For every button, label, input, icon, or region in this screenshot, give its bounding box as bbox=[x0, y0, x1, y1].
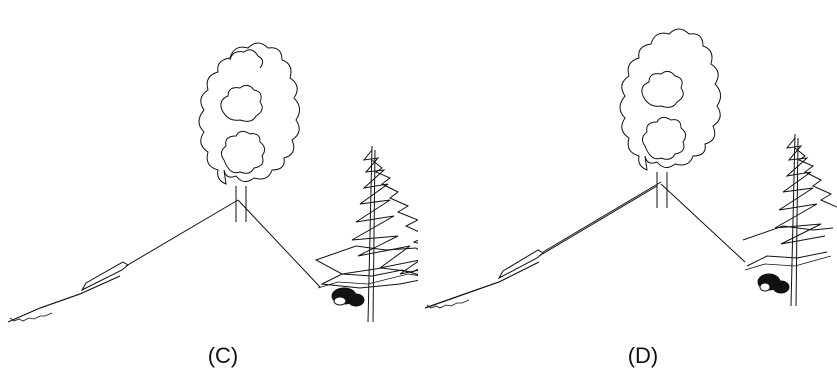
ground-slope bbox=[7, 275, 121, 323]
deciduous-tree-icon bbox=[198, 42, 300, 222]
panel-c-illustration bbox=[7, 42, 418, 323]
ground-slope bbox=[424, 261, 540, 309]
panel-d-caption: (D) bbox=[627, 343, 659, 368]
conifer-tree-icon bbox=[314, 145, 418, 323]
cable-line-icon bbox=[125, 199, 239, 267]
log-icon bbox=[497, 249, 544, 280]
rock-pile-icon bbox=[331, 287, 365, 307]
panel-d: (D) bbox=[419, 0, 837, 389]
panel-c: (C) bbox=[0, 0, 418, 389]
deciduous-tree-icon bbox=[619, 28, 721, 208]
cable-line-icon bbox=[538, 181, 662, 257]
panel-c-caption: (C) bbox=[207, 343, 239, 368]
rock-pile-icon bbox=[757, 273, 790, 294]
log-icon bbox=[80, 261, 129, 292]
panel-d-illustration bbox=[424, 28, 837, 309]
conifer-tree-icon bbox=[742, 133, 837, 307]
